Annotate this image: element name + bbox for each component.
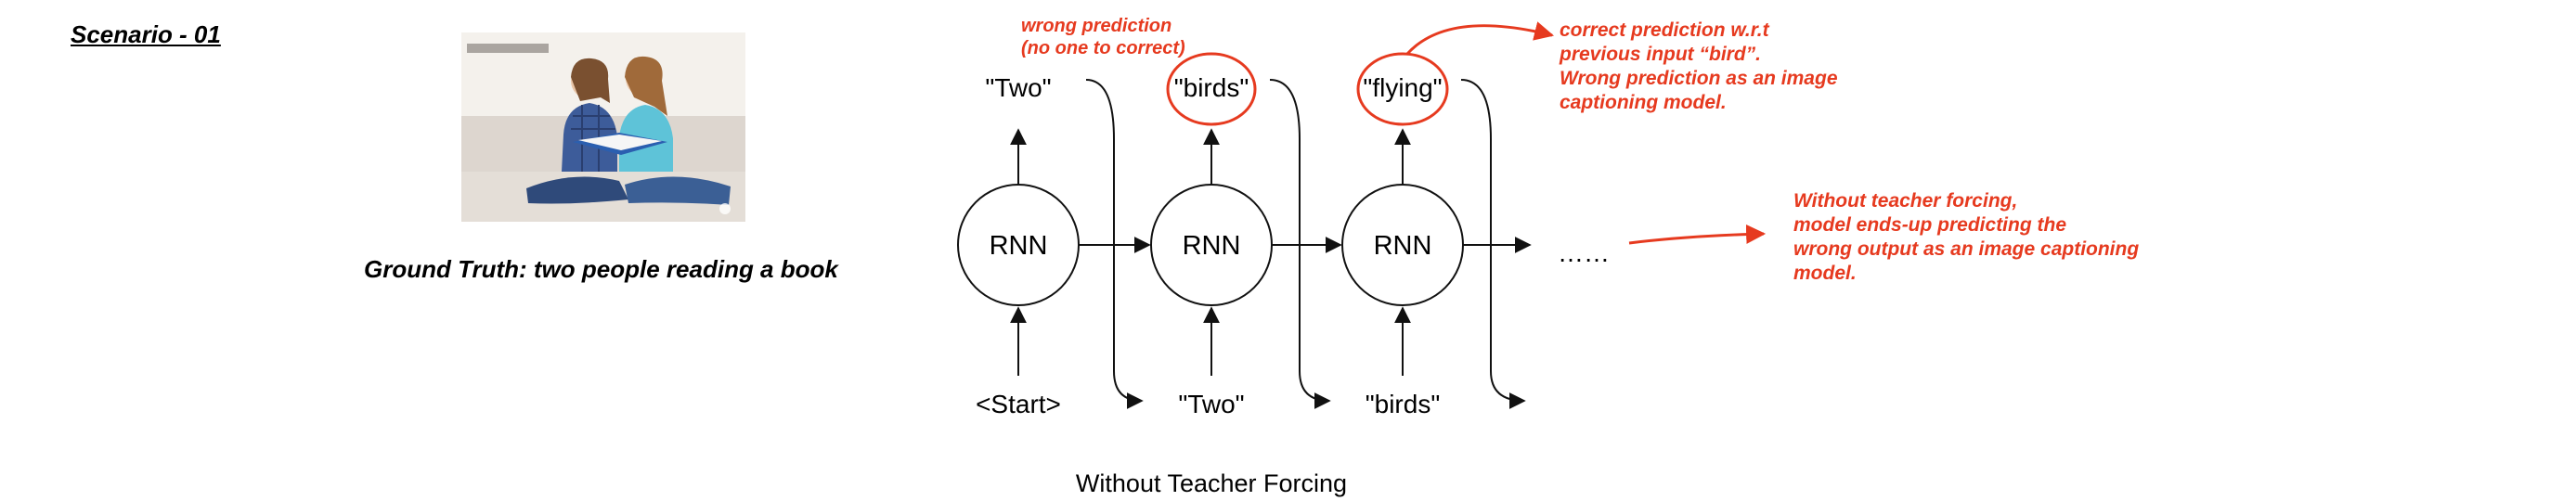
continuation-ellipsis: …… xyxy=(1558,238,1610,267)
teacher-forcing-pointer xyxy=(1628,224,1767,245)
wrong-prediction-note-line2: (no one to correct) xyxy=(1021,38,1185,58)
diagram-caption: Without Teacher Forcing xyxy=(1076,469,1347,497)
correct-prediction-pointer xyxy=(1405,21,1555,56)
example-photo xyxy=(461,32,745,222)
rnn-cell-2: RNN xyxy=(1150,184,1273,306)
flying-output-highlight xyxy=(1356,52,1449,126)
input-word-3: "birds" xyxy=(1366,390,1441,418)
rnn-cell-1-label: RNN xyxy=(990,231,1048,261)
input-word-2: "Two" xyxy=(1178,390,1244,418)
output-word-3: "flying" xyxy=(1363,73,1442,102)
rnn-cell-3: RNN xyxy=(1341,184,1464,306)
feedback-arrow-2 xyxy=(1269,79,1331,409)
output-word-2: "birds" xyxy=(1174,73,1249,102)
rnn-cell-3-label: RNN xyxy=(1374,231,1432,261)
wrong-output-highlight xyxy=(1166,52,1257,126)
correct-prediction-annotation: correct prediction w.r.t previous input … xyxy=(1560,19,1838,113)
rnn-cell-2-label: RNN xyxy=(1183,231,1241,261)
photo-illustration xyxy=(461,32,745,222)
input-word-1: <Start> xyxy=(976,390,1061,418)
feedback-arrow-1 xyxy=(1085,79,1144,409)
output-word-1: "Two" xyxy=(985,73,1051,102)
ground-truth-caption: Ground Truth: two people reading a book xyxy=(364,255,838,283)
scenario-title: Scenario - 01 xyxy=(71,20,221,48)
wrong-prediction-note-line1: wrong prediction xyxy=(1021,16,1171,36)
without-teacher-forcing-annotation: Without teacher forcing, model ends-up p… xyxy=(1793,190,2140,284)
rnn-cell-1: RNN xyxy=(957,184,1080,306)
feedback-arrow-3 xyxy=(1460,79,1526,409)
